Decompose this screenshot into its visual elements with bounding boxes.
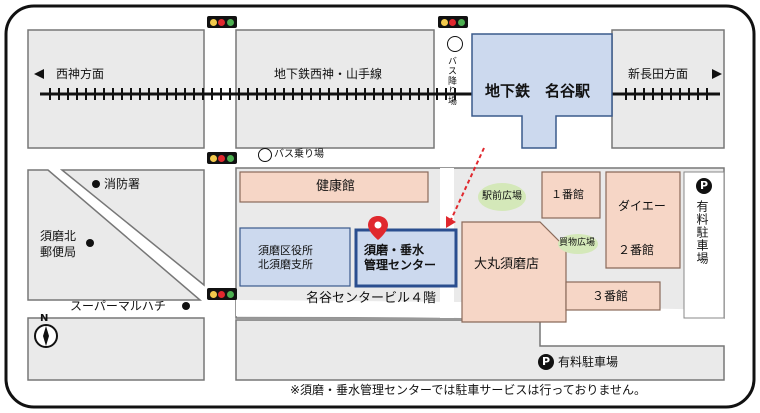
label-super: スーパーマルハチ — [70, 299, 166, 313]
parking-note: ※須磨・垂水管理センターでは駐車サービスは行っておりません。 — [290, 383, 647, 397]
traffic-light-icon — [207, 288, 237, 300]
post-office-marker — [86, 239, 94, 247]
block-nw — [27, 29, 205, 149]
traffic-light-icon — [438, 16, 468, 28]
traffic-light-icon — [207, 152, 237, 164]
kan3-building — [565, 281, 661, 311]
label-post: 須磨北 郵便局 — [40, 229, 77, 259]
label-ward: 須磨区役所 北須磨支所 — [258, 244, 313, 271]
label-station: 地下鉄 名谷駅 — [485, 82, 591, 100]
kan1-building — [541, 171, 601, 219]
kaimono-plaza — [558, 234, 598, 254]
label-daiei: ダイエー — [618, 199, 666, 213]
parking-icon: P — [696, 178, 712, 194]
label-east: 新長田方面 — [628, 67, 689, 81]
label-north: N — [40, 313, 49, 324]
ward-office-building — [239, 227, 351, 287]
label-daimaru: 大丸須磨店 — [474, 257, 540, 272]
center-building — [354, 228, 458, 288]
block-w-triangle — [59, 169, 205, 287]
arrow-left-icon — [34, 69, 44, 79]
route-arrow-head — [446, 216, 456, 228]
bus-icon — [258, 148, 272, 162]
arrow-right-icon — [712, 69, 722, 79]
parking-icon: P — [538, 354, 554, 370]
super-marker — [182, 302, 190, 310]
block-sw — [27, 317, 205, 381]
label-kaimono: 買物広場 — [559, 238, 596, 248]
bus-icon — [447, 36, 463, 52]
block-w — [27, 169, 203, 301]
label-kan1: １番館 — [551, 188, 584, 201]
block-ne — [611, 29, 725, 149]
label-kan3: ３番館 — [592, 289, 629, 303]
label-kan2: ２番館 — [618, 243, 655, 257]
label-kenko: 健康館 — [316, 179, 356, 194]
label-bus-stop: バス乗り場 — [274, 149, 324, 160]
station-building — [471, 33, 613, 149]
ekimae-plaza — [478, 183, 526, 211]
label-fire: 消防署 — [104, 177, 141, 191]
fire-station-marker — [92, 180, 100, 188]
label-parking-vertical: 有料駐車場 — [695, 200, 709, 265]
daimaru-building — [461, 221, 567, 323]
label-building: 名谷センタービル４階 — [306, 291, 437, 306]
label-bus-drop: バス降り場 — [446, 56, 456, 106]
label-plaza: 駅前広場 — [482, 191, 522, 202]
parking-strip — [683, 171, 725, 319]
kenko-building — [239, 171, 429, 203]
label-line: 地下鉄西神・山手線 — [274, 67, 383, 81]
label-parking-horizontal: 有料駐車場 — [558, 355, 619, 369]
label-west: 西神方面 — [56, 67, 105, 81]
traffic-light-icon — [207, 16, 237, 28]
label-center: 須磨・垂水 管理センター — [364, 243, 437, 272]
daiei-building — [605, 171, 681, 269]
